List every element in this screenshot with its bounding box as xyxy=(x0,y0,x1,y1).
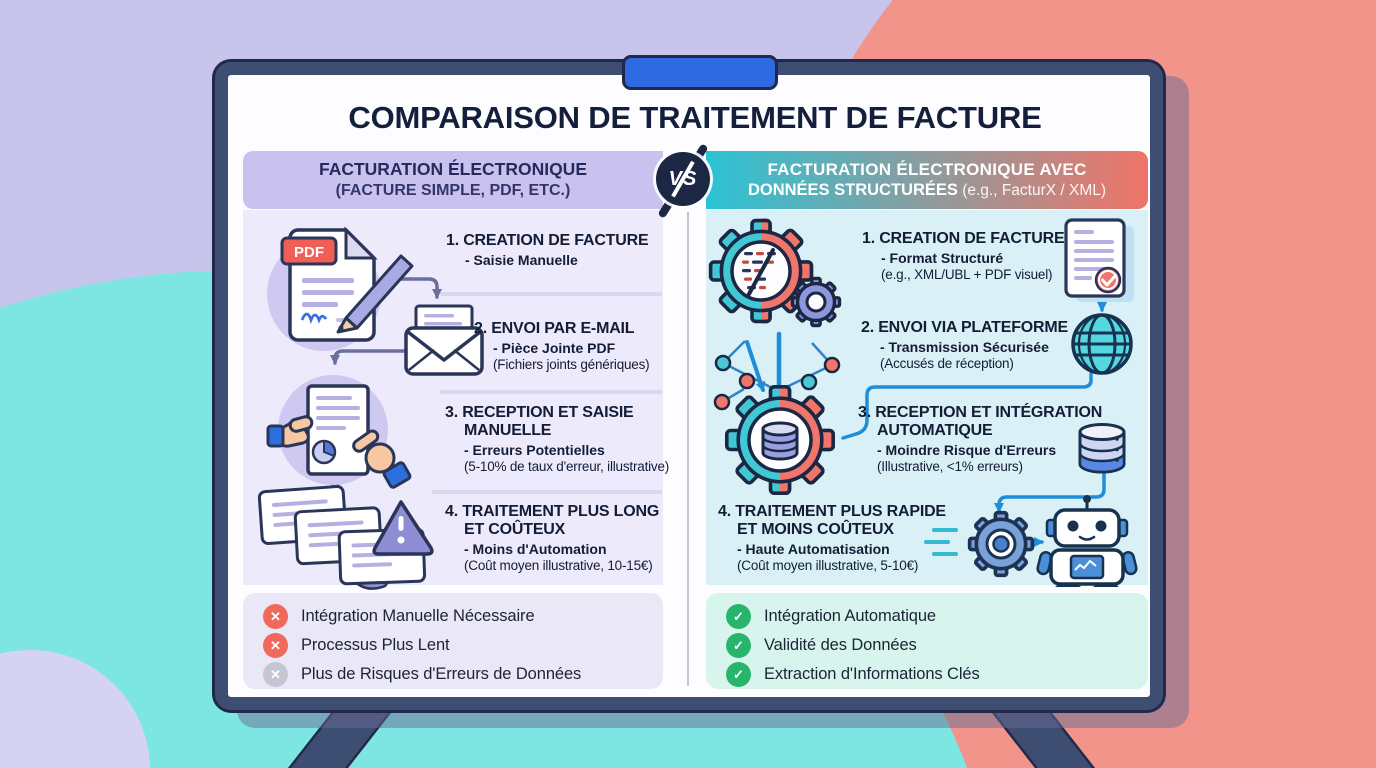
step-sub: - Format Structuré xyxy=(881,250,1004,267)
automation-gear-icon xyxy=(967,510,1035,578)
right-header-line1: FACTURATION ÉLECTRONIQUE AVEC xyxy=(767,159,1087,179)
step-note: (Accusés de réception) xyxy=(880,356,1014,372)
step-label: 2. ENVOI PAR E-MAIL xyxy=(474,320,635,337)
check-icon: ✓ xyxy=(726,604,751,629)
con-item: ✕ Plus de Risques d'Erreurs de Données xyxy=(243,660,663,689)
step-sub: - Erreurs Potentielles xyxy=(464,442,605,459)
right-header-line2: DONNÉES STRUCTURÉES (e.g., FacturX / XML… xyxy=(747,181,1107,200)
pro-item: ✓ Validité des Données xyxy=(706,631,1148,660)
pro-item: ✓ Intégration Automatique xyxy=(706,602,1148,631)
cross-icon: ✕ xyxy=(263,633,288,658)
step-note: (Fichiers joints génériques) xyxy=(493,357,650,373)
warning-triangle-icon xyxy=(372,500,434,556)
right-pros-panel: ✓ Intégration Automatique ✓ Validité des… xyxy=(706,593,1148,689)
left-step-divider xyxy=(440,390,662,394)
con-text: Processus Plus Lent xyxy=(301,636,450,654)
gear-database-icon xyxy=(724,384,836,496)
check-icon: ✓ xyxy=(726,633,751,658)
right-step-1: 1. CREATION DE FACTURE - Format Structur… xyxy=(862,230,1077,282)
right-step-4: 4. TRAITEMENT PLUS RAPIDE ET MOINS COÛTE… xyxy=(718,503,958,573)
right-step-2: 2. ENVOI VIA PLATEFORME - Transmission S… xyxy=(861,319,1071,371)
left-step-1: 1. CREATION DE FACTURE - Saisie Manuelle xyxy=(446,232,670,268)
robot-icon xyxy=(1036,495,1138,587)
step-label: 1. CREATION DE FACTURE xyxy=(446,232,649,249)
small-gear-icon xyxy=(790,276,842,328)
cross-icon: ✕ xyxy=(263,604,288,629)
pointing-hand-icon xyxy=(352,429,412,489)
column-divider xyxy=(687,212,689,686)
step-note: (Coût moyen illustrative, 5-10€) xyxy=(737,558,919,574)
left-column-header: FACTURATION ÉLECTRONIQUE (FACTURE SIMPLE… xyxy=(243,151,663,209)
con-item: ✕ Processus Plus Lent xyxy=(243,631,663,660)
pro-text: Validité des Données xyxy=(764,636,917,654)
step-label: 2. ENVOI VIA PLATEFORME xyxy=(861,319,1068,336)
gears-code-icon xyxy=(708,218,842,328)
check-icon: ✓ xyxy=(726,662,751,687)
step-label: 4. TRAITEMENT PLUS LONG ET COÛTEUX xyxy=(445,503,660,539)
left-step-divider xyxy=(432,490,662,494)
pro-item: ✓ Extraction d'Informations Clés xyxy=(706,660,1148,689)
step-label: 1. CREATION DE FACTURE xyxy=(862,230,1065,247)
step-note: (5-10% de taux d'erreur, illustrative) xyxy=(464,459,670,475)
step-note: (Coût moyen illustrative, 10-15€) xyxy=(464,558,653,574)
pro-text: Intégration Automatique xyxy=(764,607,936,625)
document-check-icon xyxy=(1064,218,1134,302)
right-column-header: FACTURATION ÉLECTRONIQUE AVEC DONNÉES ST… xyxy=(706,151,1148,209)
pdf-invoice-pen-icon: PDF xyxy=(267,226,414,351)
left-cons-panel: ✕ Intégration Manuelle Nécessaire ✕ Proc… xyxy=(243,593,663,689)
step-sub: - Moins d'Automation xyxy=(464,541,607,558)
left-hand-icon xyxy=(266,415,314,448)
left-step-3: 3. RECEPTION ET SAISIE MANUELLE - Erreur… xyxy=(445,404,675,474)
con-item: ✕ Intégration Manuelle Nécessaire xyxy=(243,602,663,631)
step-label: 3. RECEPTION ET INTÉGRATION AUTOMATIQUE xyxy=(858,404,1103,440)
pdf-badge-label: PDF xyxy=(294,244,324,261)
con-text: Plus de Risques d'Erreurs de Données xyxy=(301,665,582,683)
left-header-line1: FACTURATION ÉLECTRONIQUE xyxy=(318,159,587,180)
con-text: Intégration Manuelle Nécessaire xyxy=(301,607,535,625)
step-sub: - Transmission Sécurisée xyxy=(880,339,1049,356)
globe-icon xyxy=(1071,313,1133,375)
paper-stack-icon xyxy=(257,485,434,590)
left-step-2: 2. ENVOI PAR E-MAIL - Pièce Jointe PDF (… xyxy=(474,320,674,372)
step-sub: - Saisie Manuelle xyxy=(465,252,578,269)
cross-gray-icon: ✕ xyxy=(263,662,288,687)
step-sub: - Pièce Jointe PDF xyxy=(493,340,616,357)
page-title: COMPARAISON DE TRAITEMENT DE FACTURE xyxy=(348,100,1042,135)
vs-badge: VS xyxy=(656,152,710,206)
xml-code-icon xyxy=(742,248,776,296)
left-step-divider xyxy=(440,292,662,296)
hands-manual-entry-icon xyxy=(266,375,412,489)
step-note: (e.g., XML/UBL + PDF visuel) xyxy=(881,267,1053,283)
step-sub: - Haute Automatisation xyxy=(737,541,890,558)
step-note: (Illustrative, <1% erreurs) xyxy=(877,459,1023,475)
step-label: 3. RECEPTION ET SAISIE MANUELLE xyxy=(445,404,634,440)
envelope-icon xyxy=(404,304,484,376)
pro-text: Extraction d'Informations Clés xyxy=(764,665,980,683)
left-step-4: 4. TRAITEMENT PLUS LONG ET COÛTEUX - Moi… xyxy=(445,503,673,573)
step-sub: - Moindre Risque d'Erreurs xyxy=(877,442,1057,459)
right-step-3: 3. RECEPTION ET INTÉGRATION AUTOMATIQUE … xyxy=(858,404,1114,474)
step-label: 4. TRAITEMENT PLUS RAPIDE ET MOINS COÛTE… xyxy=(718,503,946,539)
left-header-line2: (FACTURE SIMPLE, PDF, ETC.) xyxy=(335,181,571,199)
whiteboard-clip xyxy=(622,55,778,90)
